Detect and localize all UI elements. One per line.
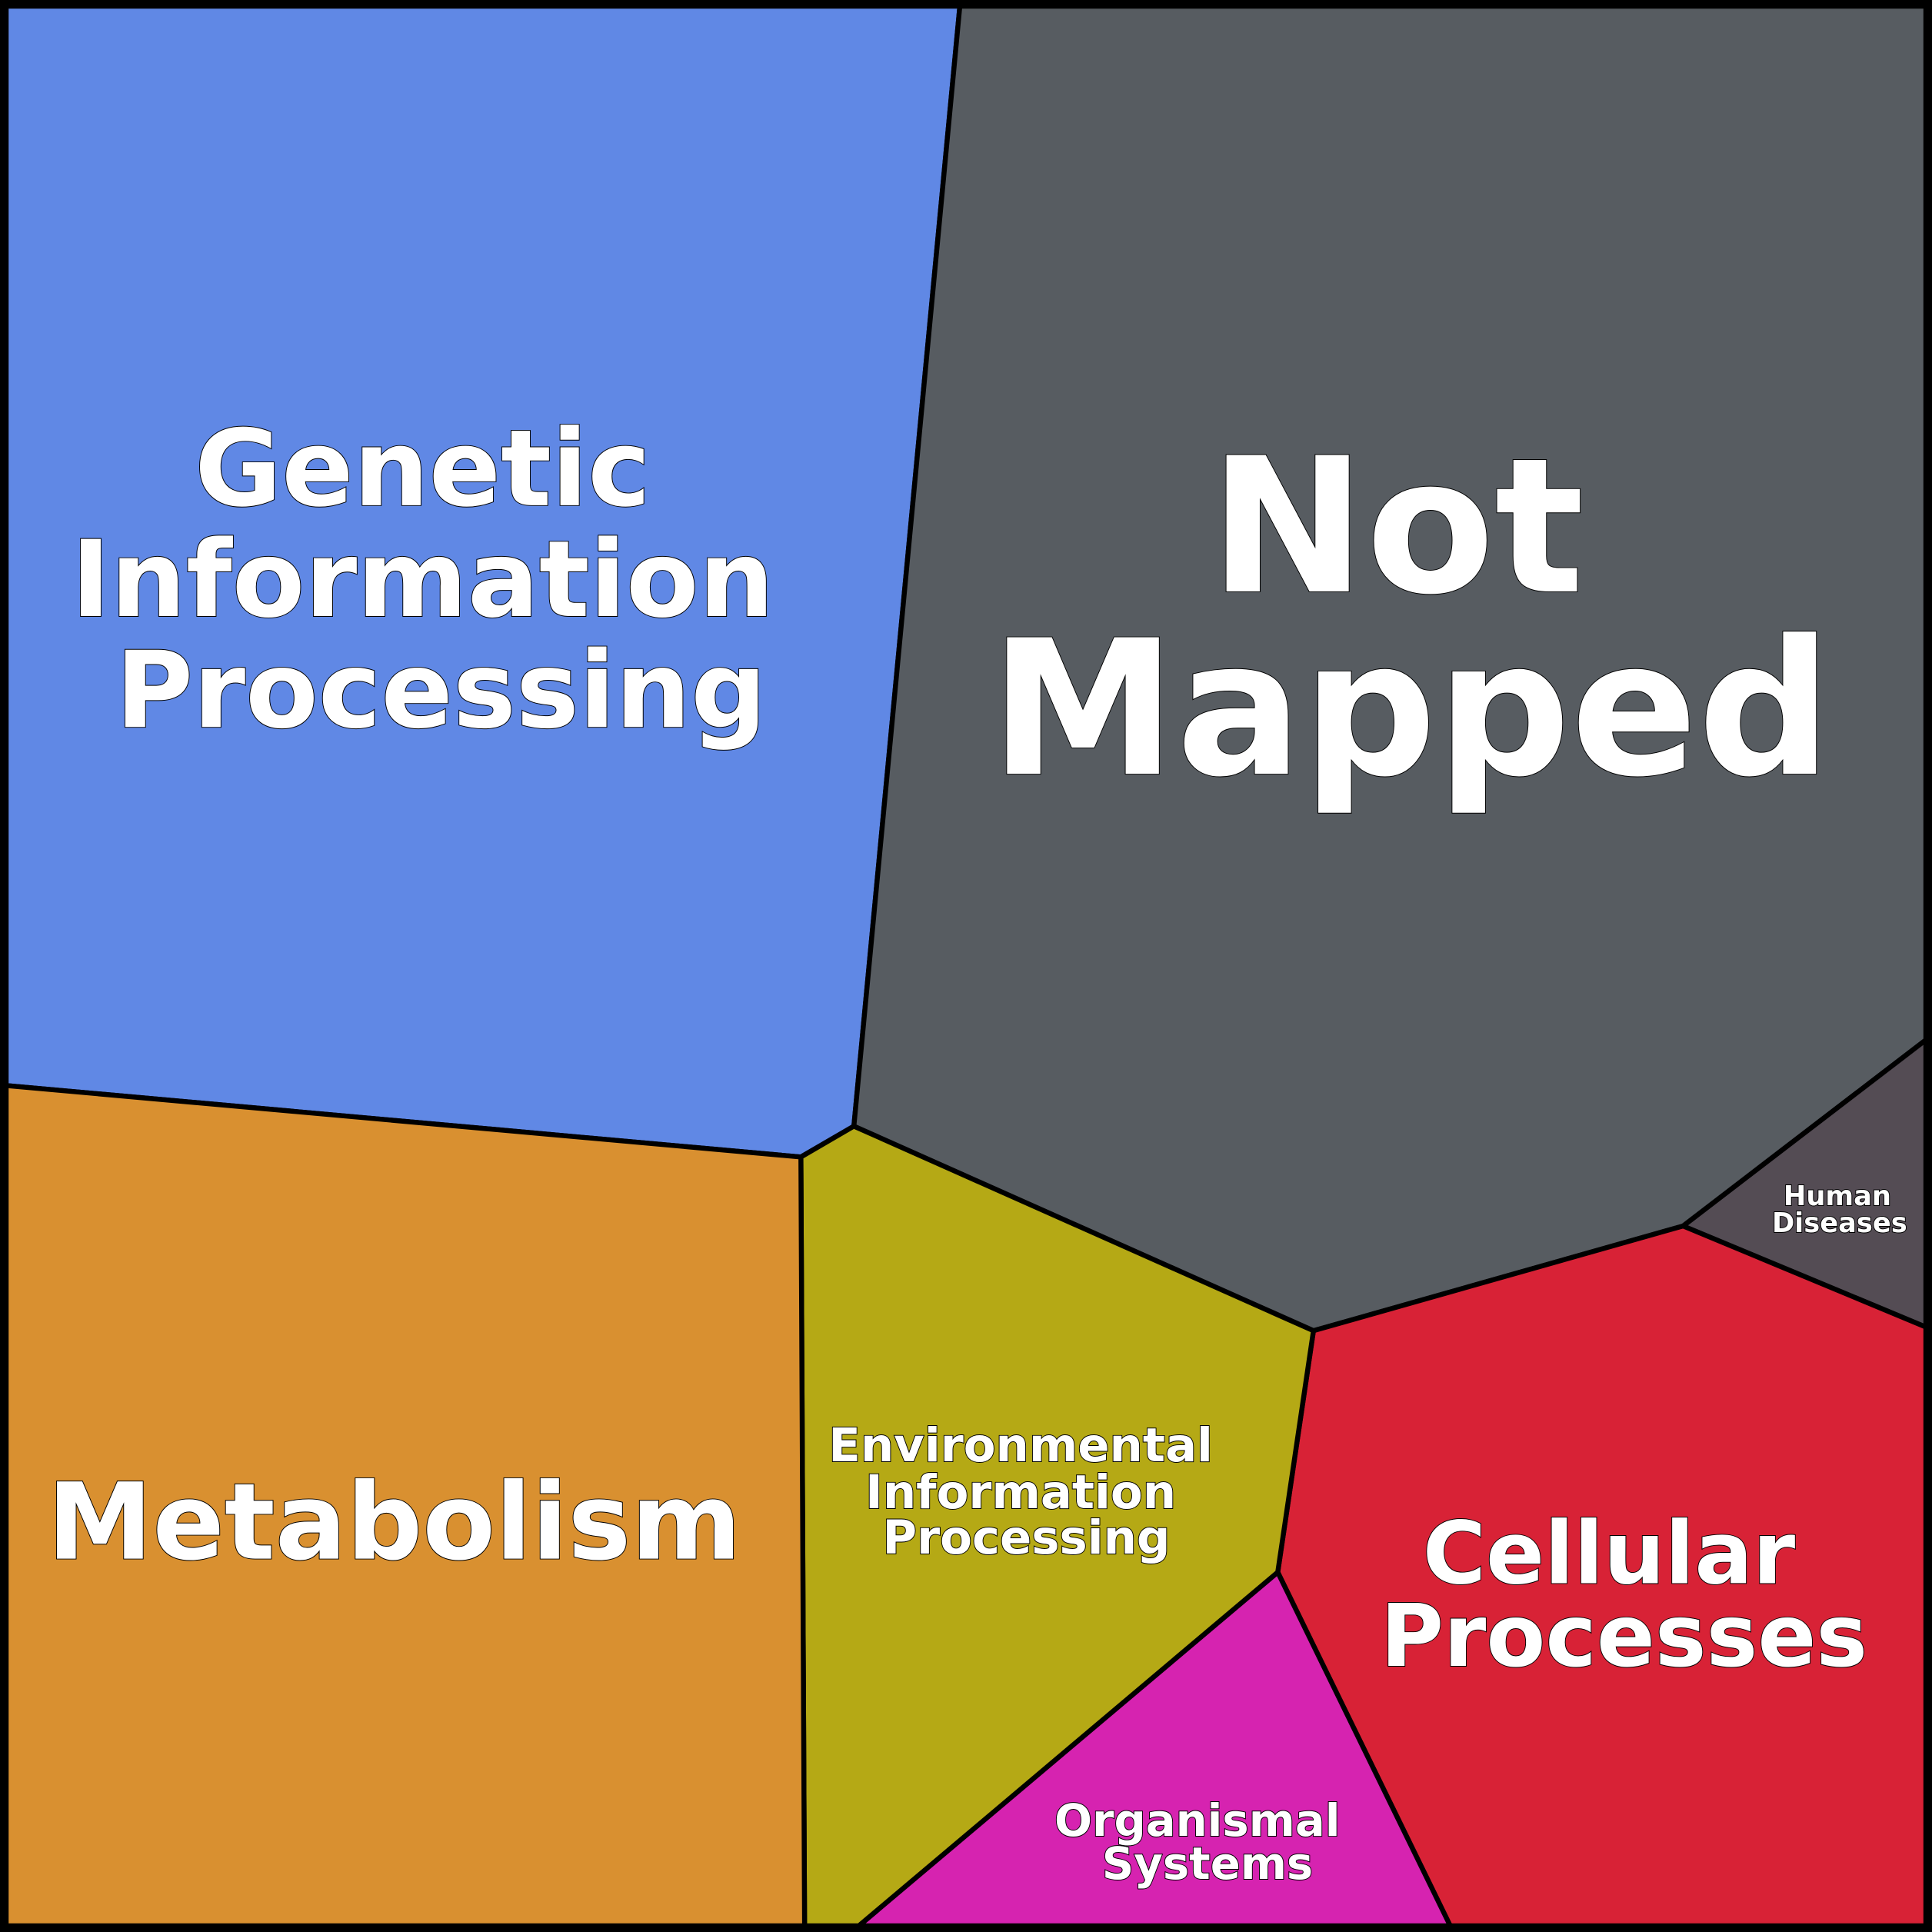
- label-organismal: Organismal Systems: [1054, 1794, 1356, 1890]
- label-environmental: Environmental Information Processing: [828, 1418, 1229, 1565]
- label-metabolism: Metabolism: [47, 1461, 741, 1584]
- label-cellular: Cellular Processes: [1381, 1504, 1867, 1687]
- label-not-mapped: Not Mapped: [990, 418, 1832, 818]
- label-genetic: Genetic Information Processing: [71, 408, 811, 752]
- label-human-diseases: Human Diseases: [1772, 1181, 1907, 1239]
